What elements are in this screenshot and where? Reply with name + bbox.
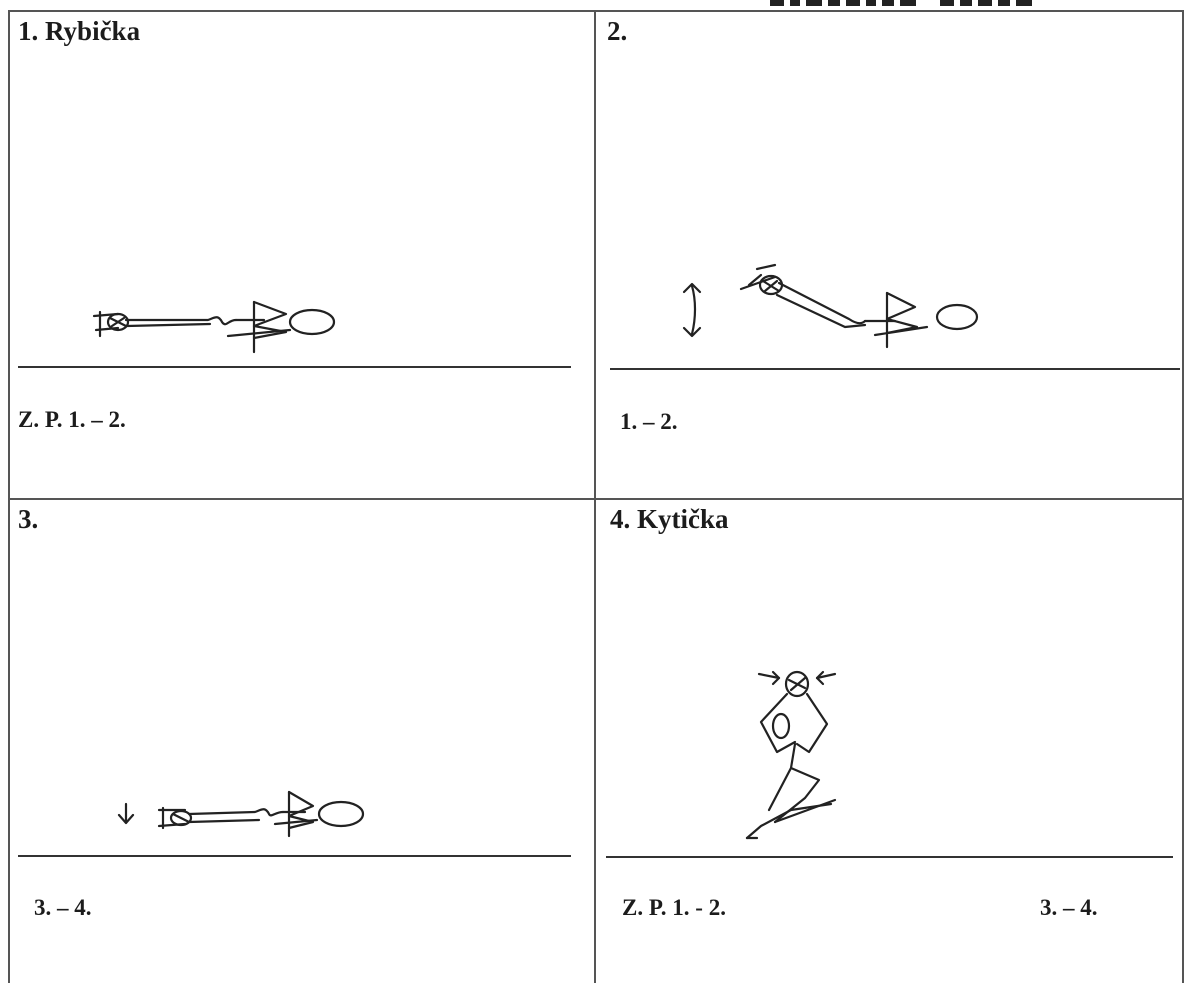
panel-3-caption: 3. – 4.: [34, 896, 92, 919]
up-down-arrow-icon: [680, 280, 704, 340]
panel-4-caption-right: 3. – 4.: [1040, 896, 1098, 919]
table-divider-horizontal: [8, 498, 1184, 500]
lying-figure-sketch-2: [155, 770, 375, 840]
down-arrow-icon: [116, 800, 136, 828]
panel-1-ground-line: [18, 366, 571, 368]
panel-4-ground-line: [606, 856, 1173, 858]
panel-2-title: 2.: [607, 18, 627, 45]
panel-1-caption: Z. P. 1. – 2.: [18, 408, 126, 431]
panel-4-title: 4. Kytička: [610, 506, 729, 533]
table-divider-vertical: [594, 10, 596, 983]
panel-4-caption-left: Z. P. 1. - 2.: [622, 896, 726, 919]
panel-3-ground-line: [18, 855, 571, 857]
panel-3-title: 3.: [18, 506, 38, 533]
panel-2-ground-line: [610, 368, 1180, 370]
cropped-header-glyphs: [760, 0, 1060, 10]
panel-2-caption: 1. – 2.: [620, 410, 678, 433]
lying-figure-sketch: [90, 290, 350, 360]
sitting-figure-sketch: [735, 660, 845, 850]
cropped-header: [0, 0, 1186, 10]
raised-figure-sketch: [735, 255, 995, 355]
panel-1-title: 1. Rybička: [18, 18, 140, 45]
